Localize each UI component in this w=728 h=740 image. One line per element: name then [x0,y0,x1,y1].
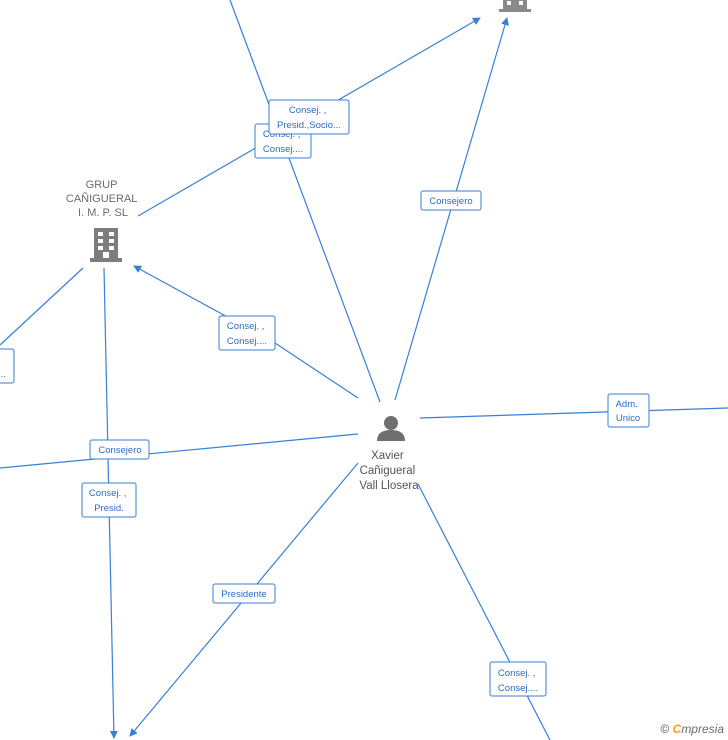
svg-text:Consej. , Consej....: Consej. , Consej.... [498,668,538,694]
edge-label-line: Presidente [221,589,266,600]
edge-label-line: Presid. [94,503,124,514]
edge-label-consejero-left[interactable]: Consejero [89,439,150,460]
edge-label-line: Consejero [98,445,141,456]
empresia-watermark: © Cmpresia [660,722,724,736]
person-label-line: Cañigueral [360,465,416,477]
edge-label-line: Consej. , [498,668,536,679]
edge-grup-to-left [0,267,84,346]
building-icon [90,228,122,262]
edge-label-line: Consej. , [89,488,127,499]
svg-text:Adm. Unico: Adm. Unico [616,399,641,424]
grup-label-line: I. M. P. SL [78,207,128,219]
svg-text:Consej. , Presid.: Consej. , Presid. [89,488,129,514]
grup-label-line: CAÑIGUERAL [66,192,137,205]
edge-label-presid-left[interactable]: Consej. , Presid. [81,482,137,518]
edge-label-line: Consej.... [263,144,303,155]
edge-person-to-left [0,433,359,469]
edge-label-line: Adm. [616,399,638,410]
edge-label-adm[interactable]: Adm. Unico [607,393,650,428]
edge-label-bottom-right[interactable]: Consej. , Consej.... [489,661,547,697]
person-label-line: Xavier [371,450,404,462]
grup-company-label: GRUP CAÑIGUERAL I. M. P. SL [66,179,140,219]
grup-label-line: GRUP [86,179,118,191]
edge-label-top-right[interactable]: Consejero [420,190,482,211]
edge-label-line: Consej. , [289,105,327,116]
edge-label-line: Consej.... [227,336,267,347]
person-label: Xavier Cañigueral Vall Llosera [359,450,419,492]
edge-label-line: Consej.... [498,683,538,694]
edge-label-grup[interactable]: Consej. , Consej.... [218,315,276,351]
svg-text:Presidente: Presidente [221,589,266,600]
edge-label-left-partial[interactable]: ... [0,348,15,384]
edge-labels: Consej. , Consej.... Consej. , Presid.,S… [0,99,650,697]
edge-label-line: Presid.,Socio... [277,120,341,131]
edge-label-top-a[interactable]: Consej. , Presid.,Socio... [268,99,350,135]
edge-label-line: Consej. , [227,321,265,332]
person-icon [377,416,405,441]
edge-person-to-right [419,407,728,419]
top-company-building-icon[interactable] [499,0,531,12]
svg-text:Consejero: Consejero [98,445,141,456]
person-label-line: Vall Llosera [359,480,419,492]
brand-logo-letter: C [672,722,682,736]
edge-person-to-bottom-right [417,483,551,740]
grup-company-node[interactable]: GRUP CAÑIGUERAL I. M. P. SL [66,179,140,262]
svg-text:Consej. , Presid.,Soci: Consej. , Presid.,Socio... [277,105,341,131]
svg-text:...: ... [0,369,6,380]
copyright-symbol: © [660,722,670,736]
edge-top-diagonal [229,0,381,403]
edge-label-line: ... [0,369,6,380]
edge-label-line: Consejero [429,196,472,207]
svg-text:Consej. , Consej....: Consej. , Consej.... [227,321,267,347]
edge-label-line: Unico [616,413,640,424]
edge-label-presidente[interactable]: Presidente [212,583,276,604]
svg-text:Consejero: Consejero [429,196,472,207]
center-person-node[interactable]: Xavier Cañigueral Vall Llosera [359,416,419,492]
brand-name: mpresia [681,722,724,736]
